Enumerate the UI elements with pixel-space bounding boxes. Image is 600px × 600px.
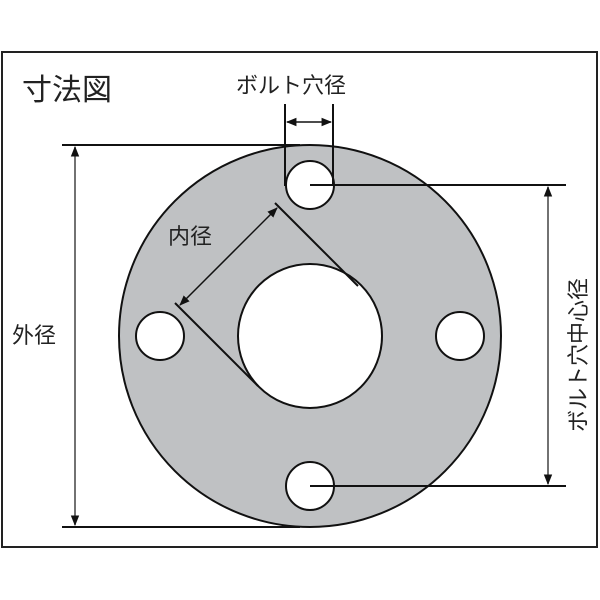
bolt-hole-diameter-dimension (284, 104, 334, 186)
inner-diameter-label: 内径 (168, 225, 212, 250)
diagram-frame (1, 51, 598, 548)
bolt-circle-diameter-dimension (310, 184, 566, 487)
diagram-title: 寸法図 (22, 73, 112, 108)
bolt-circle-diameter-label: ボルト穴中心径 (567, 278, 592, 432)
bolt-hole-diameter-label: ボルト穴径 (236, 74, 346, 99)
outer-diameter-dimension (62, 144, 300, 528)
outer-diameter-label: 外径 (12, 324, 56, 349)
inner-diameter-dimension (174, 202, 359, 387)
